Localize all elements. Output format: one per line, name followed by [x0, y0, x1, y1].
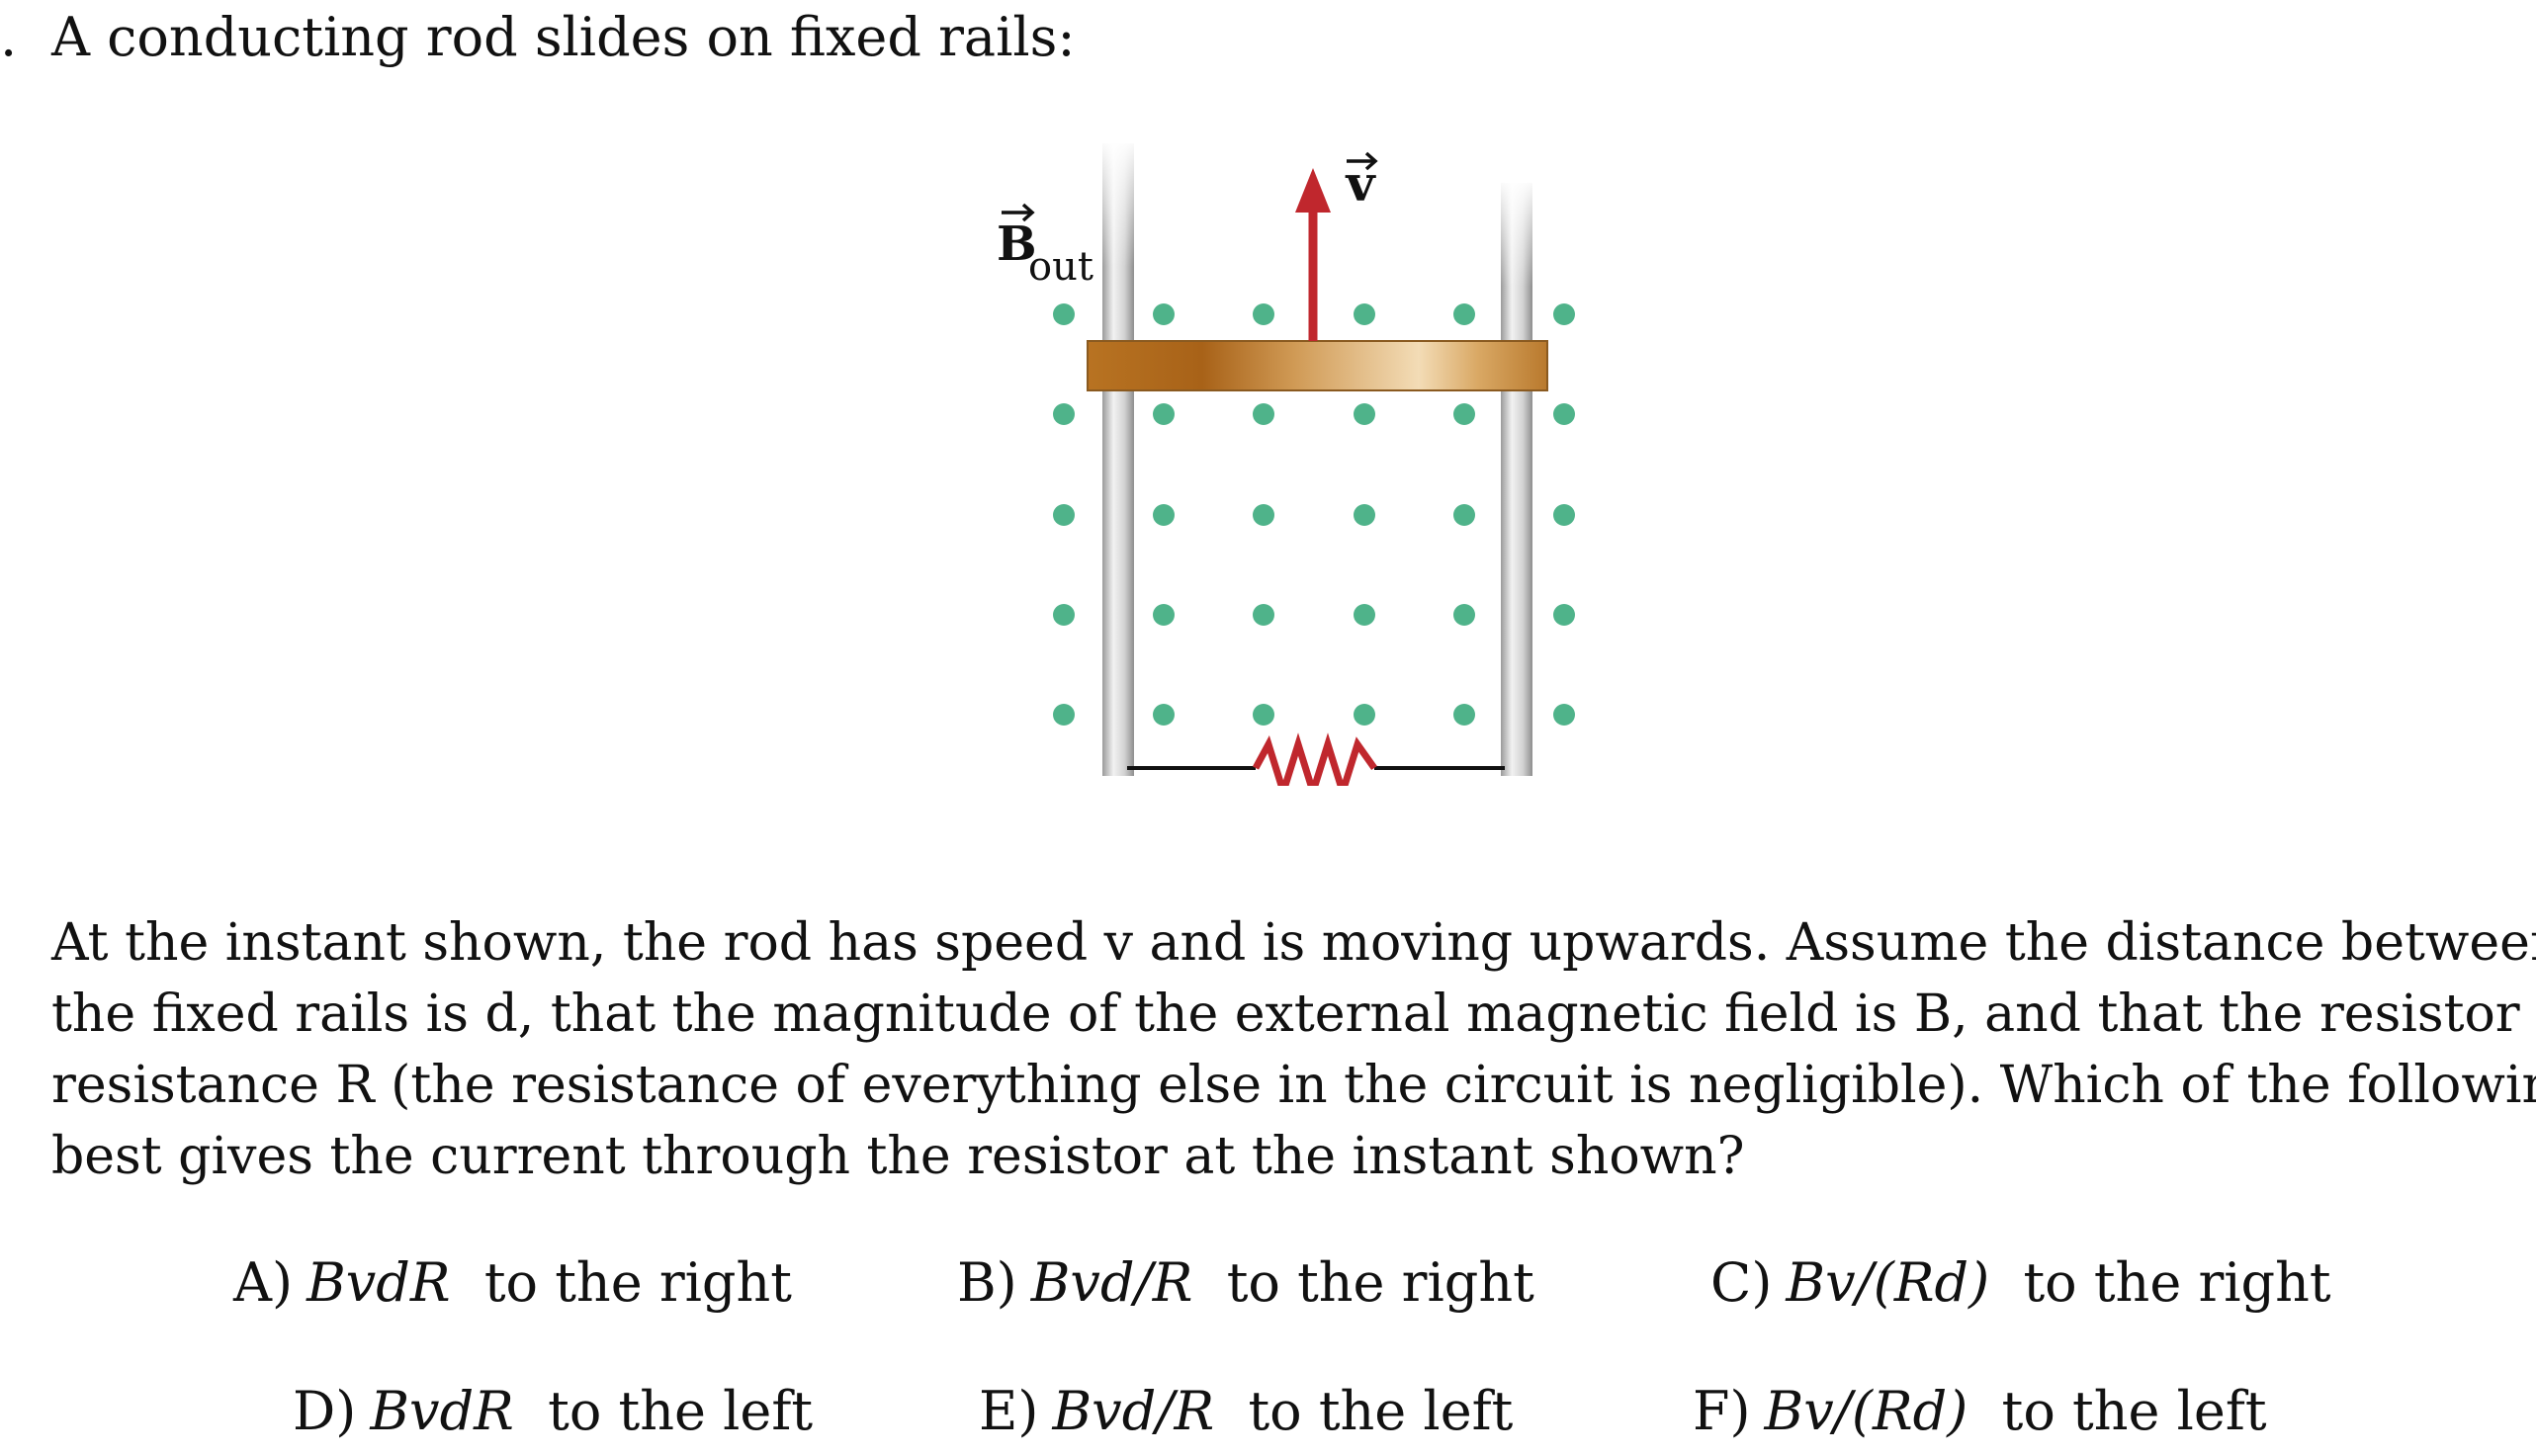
choice-c[interactable]: C)Bv/(Rd) to the right	[1710, 1247, 2331, 1319]
field-label: B	[997, 216, 1037, 272]
field-vector-arrowhead	[1021, 203, 1035, 222]
field-dot	[1253, 303, 1274, 325]
field-dot	[1453, 704, 1475, 726]
left-rail-fade	[1097, 138, 1139, 267]
question-stem: . A conducting rod slides on fixed rails:	[0, 2, 1076, 73]
field-dot	[1553, 604, 1575, 626]
resistor-icon	[1252, 732, 1377, 786]
field-dot	[1053, 504, 1075, 526]
svg-text:B out: B out	[997, 216, 1093, 290]
choice-direction: to the left	[2001, 1380, 2267, 1442]
choice-letter: B)	[957, 1251, 1017, 1314]
field-dot	[1553, 403, 1575, 425]
field-dot	[1253, 604, 1274, 626]
field-dot	[1253, 403, 1274, 425]
field-dot	[1153, 303, 1175, 325]
question-paragraph: At the instant shown, the rod has speed …	[51, 907, 2536, 1192]
choice-expression: Bv/(Rd)	[1786, 1251, 1990, 1314]
field-dot	[1153, 704, 1175, 726]
question-stem-text: A conducting rod slides on fixed rails:	[51, 6, 1076, 68]
velocity-arrow-head	[1295, 168, 1331, 213]
paragraph-line: the fixed rails is d, that the magnitude…	[51, 985, 2536, 1044]
field-dot	[1553, 303, 1575, 325]
field-dot	[1053, 403, 1075, 425]
field-dot	[1453, 504, 1475, 526]
field-dot	[1453, 403, 1475, 425]
rod-rails-figure: v B out	[959, 133, 1592, 786]
field-dot	[1354, 403, 1375, 425]
choice-direction: to the right	[483, 1251, 792, 1314]
field-dot	[1253, 704, 1274, 726]
choice-expression: BvdR	[306, 1251, 451, 1314]
choice-expression: Bvd/R	[1030, 1251, 1193, 1314]
question-number: .	[0, 6, 18, 68]
velocity-vector-arrowhead	[1364, 151, 1378, 171]
choice-b[interactable]: B)Bvd/R to the right	[957, 1247, 1534, 1319]
choice-e[interactable]: E)Bvd/R to the left	[979, 1376, 1513, 1447]
field-label-subscript: out	[1028, 244, 1093, 290]
paragraph-line: At the instant shown, the rod has speed …	[51, 913, 2536, 973]
choice-direction: to the right	[1226, 1251, 1534, 1314]
choice-letter: A)	[233, 1251, 294, 1314]
field-dot	[1153, 604, 1175, 626]
field-dot	[1354, 604, 1375, 626]
choice-direction: to the left	[1248, 1380, 1514, 1442]
choice-direction: to the right	[2023, 1251, 2331, 1314]
paragraph-line: resistance R (the resistance of everythi…	[51, 1056, 2536, 1115]
field-dots	[1053, 303, 1575, 726]
field-dot	[1053, 303, 1075, 325]
choice-a[interactable]: A)BvdR to the right	[233, 1247, 792, 1319]
choice-direction: to the left	[548, 1380, 814, 1442]
right-rail-fade	[1496, 178, 1537, 287]
field-dot	[1153, 403, 1175, 425]
field-dot	[1553, 704, 1575, 726]
field-dot	[1453, 604, 1475, 626]
choice-letter: C)	[1710, 1251, 1773, 1314]
choice-letter: D)	[293, 1380, 357, 1442]
choice-f[interactable]: F)Bv/(Rd) to the left	[1693, 1376, 2267, 1447]
choice-letter: F)	[1693, 1380, 1751, 1442]
field-dot	[1053, 604, 1075, 626]
choice-expression: BvdR	[370, 1380, 514, 1442]
field-dot	[1354, 303, 1375, 325]
field-dot	[1354, 704, 1375, 726]
field-dot	[1253, 504, 1274, 526]
field-dot	[1453, 303, 1475, 325]
field-dot	[1553, 504, 1575, 526]
rod-rails-diagram: v B out	[997, 138, 1575, 786]
velocity-label: v	[1345, 154, 1376, 213]
choice-expression: Bv/(Rd)	[1764, 1380, 1968, 1442]
conducting-rod	[1087, 340, 1548, 391]
field-dot	[1153, 504, 1175, 526]
field-dot	[1053, 704, 1075, 726]
choice-expression: Bvd/R	[1052, 1380, 1215, 1442]
paragraph-line: best gives the current through the resis…	[51, 1127, 1745, 1186]
field-dot	[1354, 504, 1375, 526]
choice-d[interactable]: D)BvdR to the left	[293, 1376, 813, 1447]
choice-letter: E)	[979, 1380, 1039, 1442]
